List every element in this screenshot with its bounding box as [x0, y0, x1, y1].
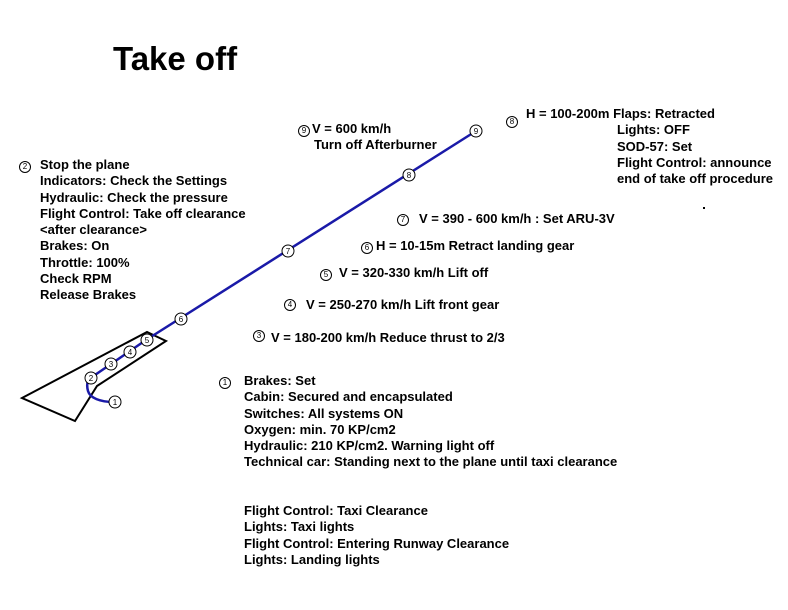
- svg-text:3: 3: [109, 360, 114, 369]
- route-marker-5: 5: [140, 333, 154, 347]
- route-marker-8: 8: [402, 168, 416, 182]
- step-number-1: 1: [219, 377, 231, 389]
- route-marker-1: 1: [108, 395, 122, 409]
- checklist-line: Throttle: 100%: [40, 254, 130, 270]
- step-number-2: 2: [19, 161, 31, 173]
- checklist-line: Flight Control: Taxi Clearance: [244, 503, 428, 518]
- taxiway-outline: [19, 330, 169, 423]
- svg-text:7: 7: [286, 247, 291, 256]
- route-markers: 1 2 3 4 5 6 7 8 9: [84, 124, 483, 409]
- checklist-line: Flight Control: Entering Runway Clearanc…: [244, 535, 510, 551]
- step-7-label: V = 390 - 600 km/h : Set ARU-3V: [419, 211, 615, 226]
- route-marker-2: 2: [84, 371, 98, 385]
- checklist-line: Check RPM: [40, 271, 112, 287]
- checklist-line: Stop the plane: [40, 157, 130, 172]
- step-1-taxi-checklist: Flight Control: Taxi Clearance Lights: T…: [244, 503, 509, 568]
- checklist-line: end of take off procedure: [617, 171, 774, 187]
- step-number-5: 5: [320, 269, 332, 281]
- step-number-8: 8: [506, 116, 518, 128]
- svg-text:4: 4: [128, 348, 133, 357]
- step-3-label: V = 180-200 km/h Reduce thrust to 2/3: [271, 330, 505, 345]
- checklist-line: Brakes: Set: [244, 373, 316, 388]
- checklist-line: <after clearance>: [40, 222, 147, 238]
- route-marker-9: 9: [469, 124, 483, 138]
- step-number-9: 9: [298, 125, 310, 137]
- svg-text:1: 1: [113, 398, 118, 407]
- step-number-7: 7: [397, 214, 409, 226]
- svg-text:6: 6: [179, 315, 184, 324]
- step-number-4: 4: [284, 299, 296, 311]
- route-marker-7: 7: [281, 244, 295, 258]
- checklist-line: Technical car: Standing next to the plan…: [244, 454, 618, 470]
- route-marker-6: 6: [174, 312, 188, 326]
- route-marker-4: 4: [123, 345, 137, 359]
- step-1-checklist: Brakes: Set Cabin: Secured and encapsula…: [244, 373, 617, 471]
- checklist-line: Cabin: Secured and encapsulated: [244, 389, 453, 405]
- checklist-line: Brakes: On: [40, 238, 110, 254]
- step-6-label: H = 10-15m Retract landing gear: [376, 238, 575, 253]
- svg-text:5: 5: [145, 336, 150, 345]
- step-5-label: V = 320-330 km/h Lift off: [339, 265, 489, 280]
- checklist-line: SOD-57: Set: [617, 138, 693, 154]
- step-8-checklist: H = 100-200m Flaps: Retracted Lights: OF…: [526, 106, 773, 187]
- step-number-3: 3: [253, 330, 265, 342]
- checklist-line: Lights: Landing lights: [244, 551, 380, 567]
- checklist-line: V = 600 km/h: [312, 121, 392, 136]
- checklist-line: Hydraulic: Check the pressure: [40, 189, 228, 205]
- stray-dot: [703, 207, 705, 209]
- checklist-line: Indicators: Check the Settings: [40, 173, 228, 189]
- checklist-line: Flight Control: Take off clearance: [40, 205, 246, 221]
- step-number-6: 6: [361, 242, 373, 254]
- checklist-line: Hydraulic: 210 KP/cm2. Warning light off: [244, 438, 495, 454]
- checklist-line: Turn off Afterburner: [314, 137, 437, 153]
- step-2-checklist: Stop the plane Indicators: Check the Set…: [40, 157, 246, 304]
- step-9-checklist: V = 600 km/h Turn off Afterburner: [312, 121, 437, 154]
- svg-text:8: 8: [407, 171, 412, 180]
- route-marker-3: 3: [104, 357, 118, 371]
- step-4-label: V = 250-270 km/h Lift front gear: [306, 297, 500, 312]
- checklist-line: Lights: Taxi lights: [244, 519, 355, 535]
- svg-text:2: 2: [89, 374, 94, 383]
- checklist-line: Flight Control: announce: [617, 154, 772, 170]
- checklist-line: Release Brakes: [40, 287, 137, 303]
- checklist-line: H = 100-200m Flaps: Retracted: [526, 106, 715, 121]
- checklist-line: Oxygen: min. 70 KP/cm2: [244, 421, 396, 437]
- checklist-line: Lights: OFF: [617, 122, 690, 138]
- checklist-line: Switches: All systems ON: [244, 405, 404, 421]
- page-title: Take off: [113, 40, 238, 77]
- svg-text:9: 9: [474, 127, 479, 136]
